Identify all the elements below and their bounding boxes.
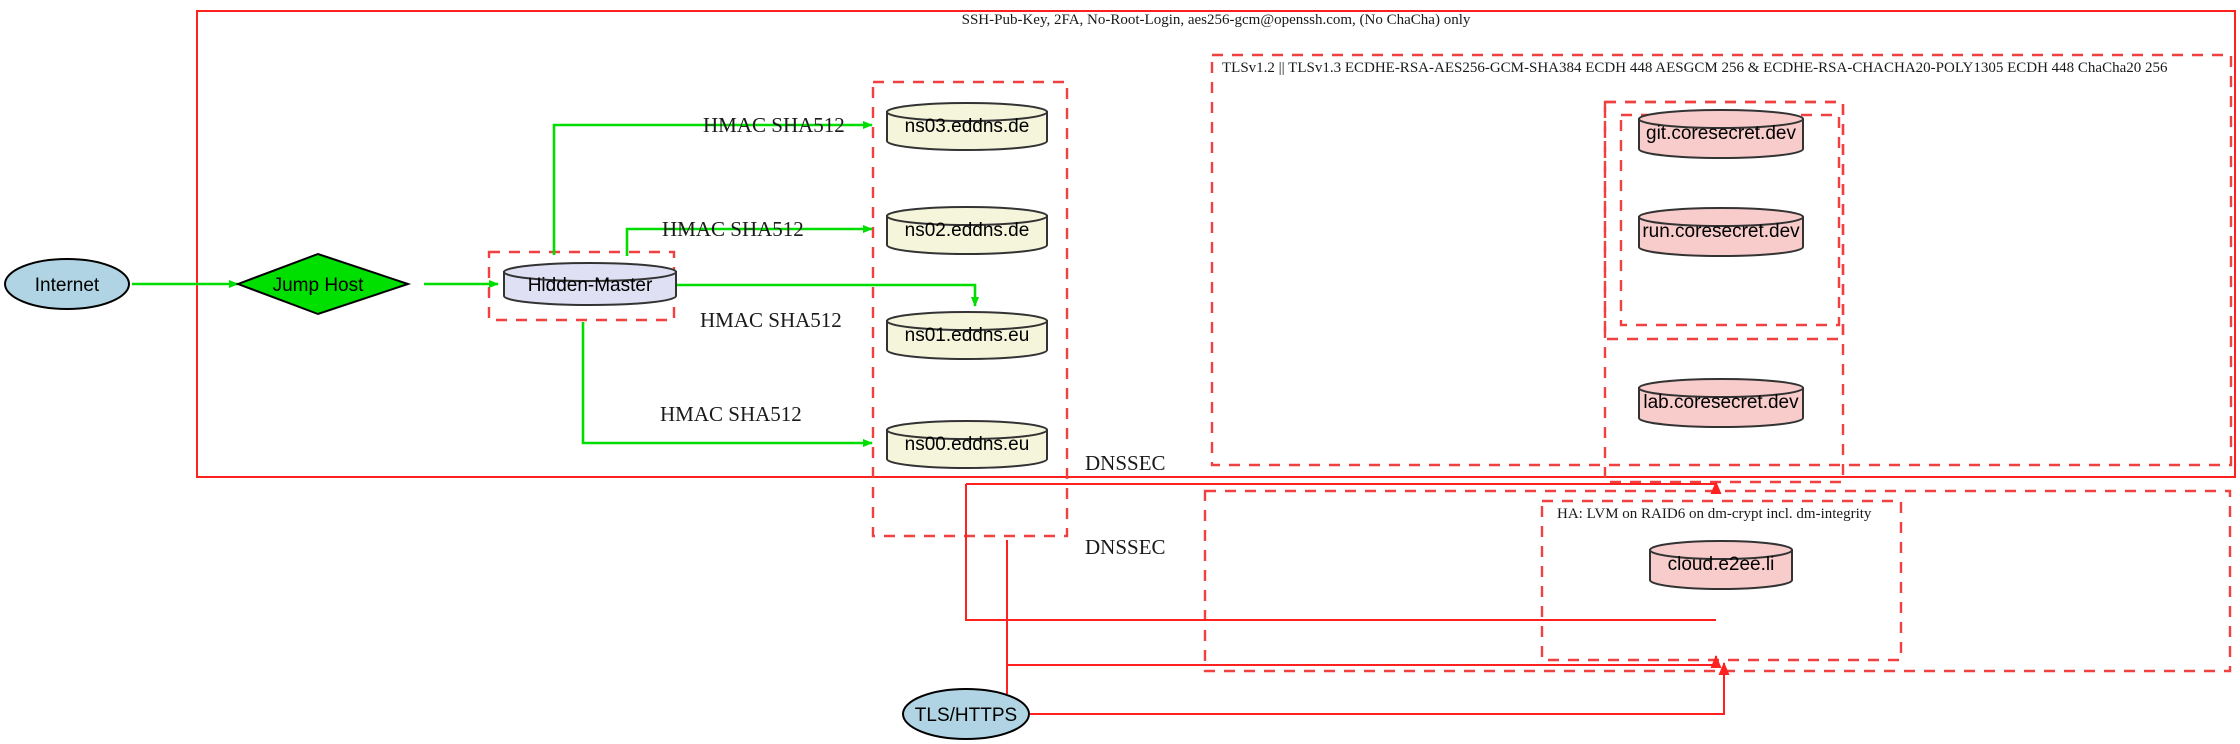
node-ns03-label: ns03.eddns.de [905, 116, 1030, 137]
edge-label-dnssec-upper: DNSSEC [1085, 451, 1166, 475]
node-lab-coresecret[interactable]: lab.coresecret.dev [1638, 378, 1804, 428]
ssh-zone-label: SSH-Pub-Key, 2FA, No-Root-Login, aes256-… [962, 12, 1471, 28]
node-run-coresecret-label: run.coresecret.dev [1642, 221, 1800, 242]
edge-label-hmac-ns00: HMAC SHA512 [660, 402, 802, 426]
node-internet-label: Internet [35, 275, 100, 296]
node-run-coresecret[interactable]: run.coresecret.dev [1638, 207, 1804, 257]
edge-label-hmac-ns03: HMAC SHA512 [703, 113, 845, 137]
edge-hiddenmaster-to-ns00 [581, 322, 873, 447]
node-ns03[interactable]: ns03.eddns.de [886, 102, 1048, 151]
ha-zone-label: HA: LVM on RAID6 on dm-crypt incl. dm-in… [1557, 506, 1872, 522]
node-lab-coresecret-label: lab.coresecret.dev [1643, 392, 1799, 413]
edge-label-hmac-ns01: HMAC SHA512 [700, 308, 842, 332]
node-jump-host-label: Jump Host [273, 275, 365, 296]
node-hidden-master[interactable]: Hidden-Master [503, 262, 677, 306]
node-cloud-e2ee-label: cloud.e2ee.li [1668, 554, 1775, 575]
node-cloud-e2ee[interactable]: cloud.e2ee.li [1649, 540, 1793, 590]
node-ns02[interactable]: ns02.eddns.de [886, 206, 1048, 255]
node-ns01[interactable]: ns01.eddns.eu [886, 311, 1048, 360]
edge-hiddenmaster-to-ns01 [672, 283, 979, 307]
node-jump-host[interactable]: Jump Host [235, 252, 412, 316]
dns-zone-frame [871, 80, 1069, 538]
edge-dnssec-upper-branch [965, 484, 1716, 621]
edge-hiddenmaster-to-ns02 [625, 225, 873, 256]
node-ns02-label: ns02.eddns.de [905, 220, 1030, 241]
hidden-master-zone-frame [487, 250, 676, 322]
node-git-coresecret-label: git.coresecret.dev [1646, 123, 1796, 144]
node-git-coresecret[interactable]: git.coresecret.dev [1638, 109, 1804, 159]
tls-zone-label: TLSv1.2 || TLSv1.3 ECDHE-RSA-AES256-GCM-… [1222, 60, 2168, 76]
node-ns00-label: ns00.eddns.eu [905, 434, 1030, 455]
node-ns00[interactable]: ns00.eddns.eu [886, 420, 1048, 469]
tls-zone-frame [1210, 53, 2233, 467]
node-internet[interactable]: Internet [4, 258, 130, 310]
node-tls-https[interactable]: TLS/HTTPS [902, 688, 1030, 740]
node-tls-https-label: TLS/HTTPS [915, 705, 1017, 726]
ssh-zone-frame [196, 10, 2236, 478]
lower-zone-frame [1203, 489, 2232, 673]
edge-hiddenmaster-to-ns03 [552, 121, 873, 255]
edge-tlshttps-to-cloud [1029, 662, 1730, 715]
edge-dnssec-upper [966, 481, 1722, 494]
node-ns01-label: ns01.eddns.eu [905, 325, 1030, 346]
node-hidden-master-label: Hidden-Master [528, 275, 653, 296]
lab-zone-frame [1603, 100, 1845, 484]
edge-label-dnssec-lower: DNSSEC [1085, 535, 1166, 559]
edge-label-hmac-ns02: HMAC SHA512 [662, 217, 804, 241]
